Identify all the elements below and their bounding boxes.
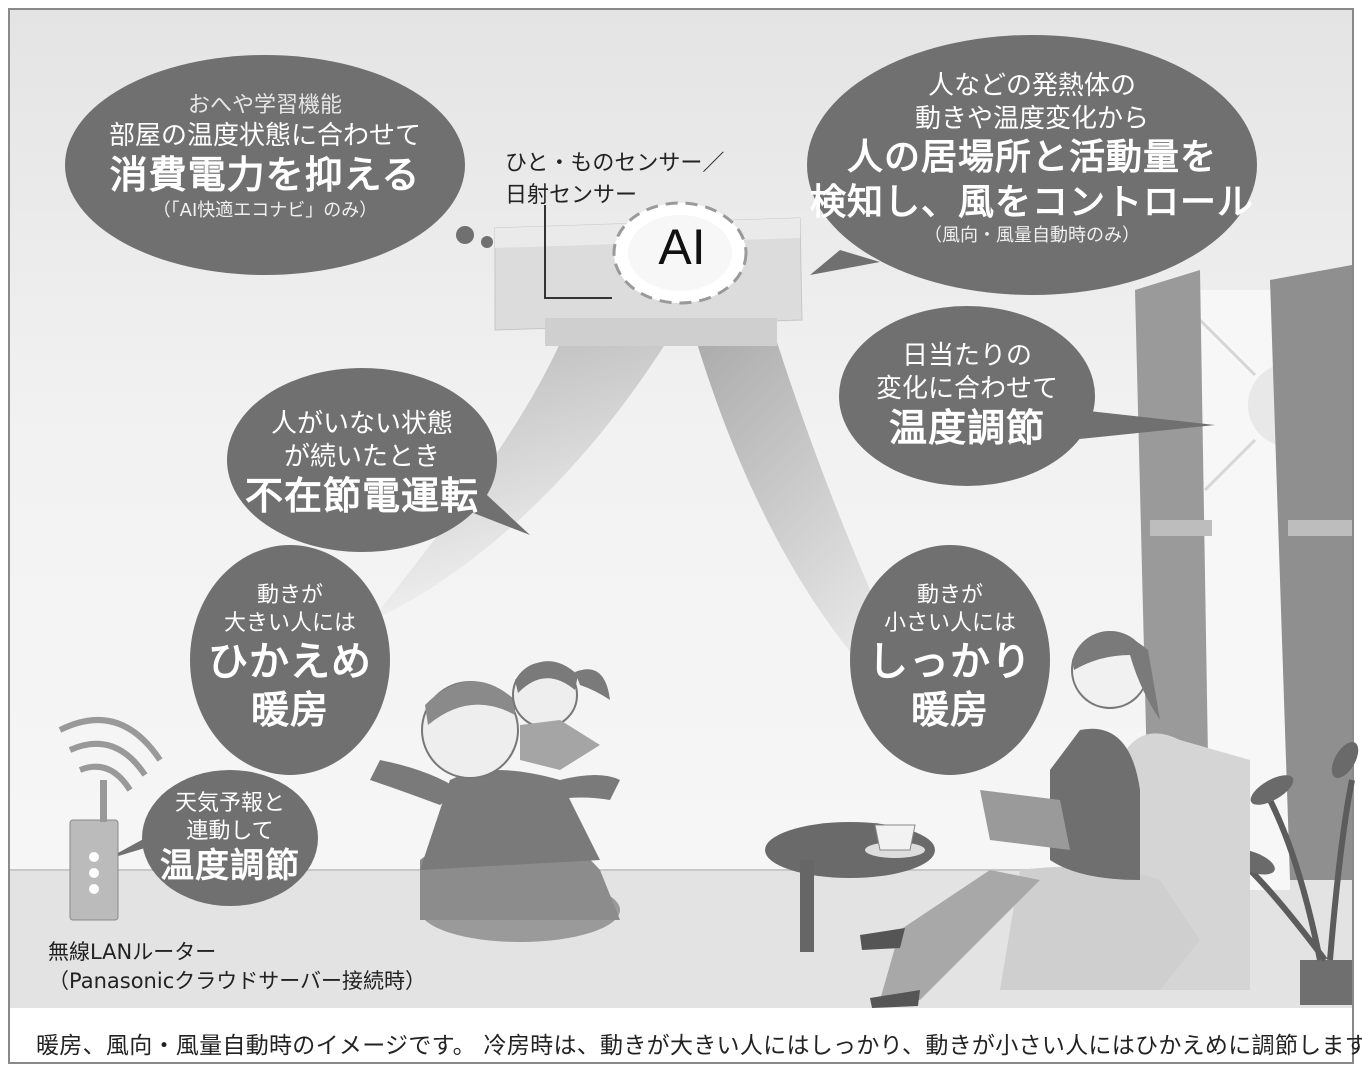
bubble-small-motion-line2: 小さい人には	[883, 610, 1016, 636]
wireless-router-icon	[58, 717, 163, 921]
router-label-line2: （Panasonicクラウドサーバー接続時）	[48, 969, 427, 994]
ai-label: AI	[658, 219, 706, 275]
bubble-small-motion-line4: 暖房	[910, 688, 989, 732]
bubble-room-learning: おへや学習機能 部屋の温度状態に合わせて 消費電力を抑える （「AI快適エコナビ…	[65, 92, 465, 222]
bubble-detect-line1: 人などの発熱体の	[927, 71, 1136, 101]
bubble-detect-line3: 人の居場所と活動量を	[846, 137, 1217, 178]
coffee-table	[765, 822, 935, 952]
bubble-room-learning-line3: 消費電力を抑える	[109, 153, 421, 197]
bubble-room-learning-note: （「AI快適エコナビ」のみ）	[152, 199, 378, 221]
bubble-sunlight-line1: 日当たりの	[901, 341, 1032, 371]
bubble-weather-line3: 温度調節	[160, 846, 300, 886]
bubble-absent: 人がいない状態 が続いたとき 不在節電運転	[227, 408, 497, 521]
bubble-small-motion: 動きが 小さい人には しっかり 暖房	[850, 582, 1050, 735]
bubble-absent-line2: が続いたとき	[283, 441, 440, 472]
bubble-weather-line2: 連動して	[186, 818, 274, 844]
man-with-child	[370, 661, 620, 942]
airflow-left	[372, 320, 680, 620]
bubble-room-learning-line2: 部屋の温度状態に合わせて	[108, 120, 421, 151]
bubble-sunlight-line3: 温度調節	[888, 406, 1045, 450]
bubble-shapes	[65, 35, 1257, 906]
illustration-frame	[8, 8, 1354, 1064]
bubble-big-motion: 動きが 大きい人には ひかえめ 暖房	[190, 582, 390, 735]
air-conditioner	[494, 201, 803, 346]
sensor-label-line1: ひと・ものセンサー／	[505, 151, 725, 176]
bubble-detect-line2: 動きや温度変化から	[914, 103, 1149, 134]
caption: 暖房、風向・風量自動時のイメージです。 冷房時は、動きが大きい人にはしっかり、動…	[36, 1033, 1362, 1059]
bubble-detect-note: （風向・風量自動時のみ）	[924, 225, 1140, 246]
bubble-sunlight-line2: 変化に合わせて	[875, 373, 1058, 404]
bubble-room-learning-line1: おへや学習機能	[187, 93, 342, 118]
bubble-sunlight: 日当たりの 変化に合わせて 温度調節	[839, 340, 1095, 453]
router-label-line1: 無線LANルーター	[48, 940, 217, 964]
sensor-label-line2: 日射センサー	[505, 182, 638, 208]
bubble-weather: 天気予報と 連動して 温度調節	[142, 790, 318, 888]
bubble-big-motion-line2: 大きい人には	[223, 610, 356, 636]
bubble-detect: 人などの発熱体の 動きや温度変化から 人の居場所と活動量を 検知し、風をコントロ…	[807, 70, 1257, 248]
bubble-detect-line4: 検知し、風をコントロール	[809, 182, 1254, 223]
bubble-weather-line1: 天気予報と	[174, 791, 285, 816]
bubble-big-motion-line1: 動きが	[256, 583, 323, 608]
sensor-label: ひと・ものセンサー／ 日射センサー	[505, 148, 724, 212]
bubble-absent-line3: 不在節電運転	[244, 474, 479, 518]
bubble-big-motion-line3: ひかえめ	[208, 639, 372, 685]
bubble-small-motion-line3: しっかり	[868, 639, 1032, 685]
bubble-big-motion-line4: 暖房	[250, 688, 329, 732]
router-label: 無線LANルーター （Panasonicクラウドサーバー接続時）	[48, 938, 426, 997]
woman-reading	[860, 631, 1250, 1008]
bubble-small-motion-line1: 動きが	[916, 583, 983, 608]
bubble-absent-line1: 人がいない状態	[270, 409, 453, 439]
potted-plant	[1229, 741, 1359, 1005]
